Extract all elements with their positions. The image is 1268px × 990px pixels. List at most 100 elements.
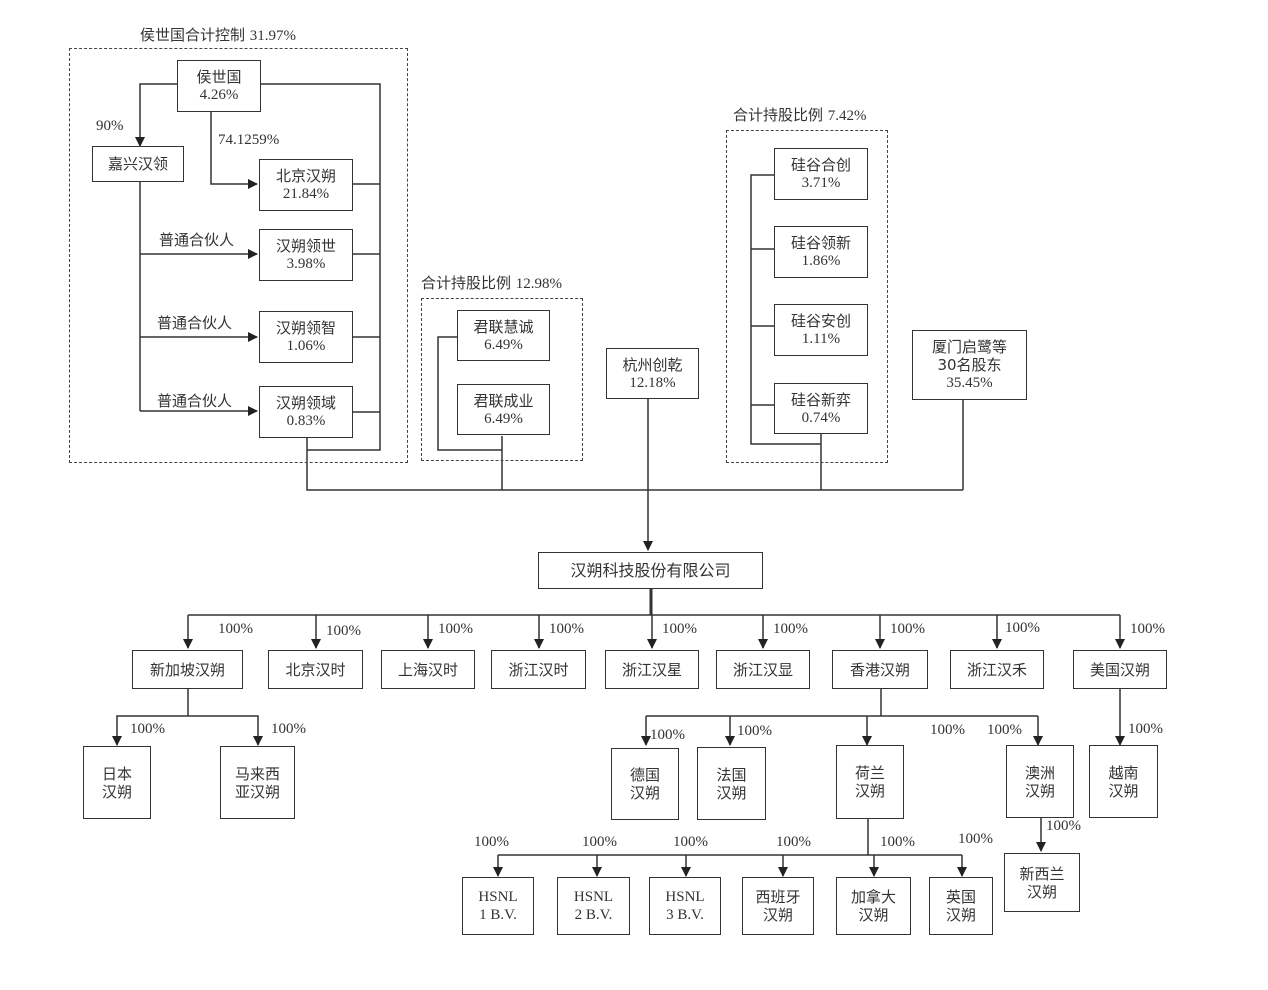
- node-nl-child[interactable]: 加拿大汉朔: [836, 877, 911, 935]
- node-subsidiary[interactable]: 浙江汉星: [605, 650, 699, 689]
- node-line1: HSNL: [478, 889, 518, 905]
- edge-label-74: 74.1259%: [218, 132, 280, 148]
- node-pct: 0.74%: [801, 409, 841, 426]
- node-malaysia[interactable]: 马来西 亚汉朔: [220, 746, 295, 819]
- node-line1: 德国: [629, 766, 660, 784]
- edge-label-sub: 100%: [1005, 620, 1040, 636]
- node-line2: 汉朔: [858, 906, 889, 924]
- node-subsidiary[interactable]: 浙江汉时: [491, 650, 586, 689]
- node-guigu-anchuang[interactable]: 硅谷安创 1.11%: [774, 304, 868, 356]
- edge-guigu-trunk: [750, 174, 821, 445]
- node-line1: 越南: [1108, 763, 1139, 782]
- node-name: 硅谷领新: [790, 234, 851, 252]
- edge-junlian: [437, 336, 502, 451]
- node-france[interactable]: 法国 汉朔: [697, 747, 766, 820]
- edge-hsg-bjhs: [210, 110, 258, 189]
- node-beijing-hanshuo[interactable]: 北京汉朔 21.84%: [259, 159, 353, 211]
- node-name: 厦门启鹭等: [931, 338, 1007, 356]
- node-guigu-lingxin[interactable]: 硅谷领新 1.86%: [774, 226, 868, 278]
- company-name: 汉朔科技股份有限公司: [570, 560, 731, 580]
- edge-label-nl-child: 100%: [474, 834, 509, 850]
- node-subsidiary[interactable]: 浙江汉禾: [950, 650, 1044, 689]
- node-hanshuo-lingzhi[interactable]: 汉朔领智 1.06%: [259, 311, 353, 363]
- node-name: 北京汉时: [285, 660, 346, 679]
- node-xiamen-qilu[interactable]: 厦门启鹭等 30名股东 35.45%: [912, 330, 1027, 400]
- node-line1: 澳洲: [1024, 763, 1055, 782]
- node-subsidiary[interactable]: 北京汉时: [268, 650, 363, 689]
- node-pct: 3.98%: [286, 256, 326, 272]
- node-netherlands[interactable]: 荷兰 汉朔: [836, 745, 904, 819]
- edge-label-sub: 100%: [218, 621, 253, 637]
- node-nl-child[interactable]: HSNL 1 B.V.: [462, 877, 534, 935]
- node-name: 侯世国: [196, 68, 242, 86]
- node-line2: 亚汉朔: [234, 782, 280, 801]
- edge-label-fr: 100%: [737, 723, 772, 739]
- edge-label-nl-child: 100%: [776, 834, 811, 850]
- node-pct: 35.45%: [946, 375, 993, 391]
- group-hsg-title: 侯世国合计控制 31.97%: [140, 24, 296, 45]
- edge-label-nl-child: 100%: [582, 834, 617, 850]
- edge-label-nl-child: 100%: [673, 834, 708, 850]
- node-pct: 4.26%: [199, 87, 239, 103]
- node-name: 浙江汉时: [508, 660, 569, 679]
- node-australia[interactable]: 澳洲 汉朔: [1006, 745, 1074, 818]
- node-line2: 1 B.V.: [479, 907, 517, 923]
- node-japan[interactable]: 日本 汉朔: [83, 746, 151, 819]
- node-subsidiary[interactable]: 美国汉朔: [1073, 650, 1167, 689]
- edge-label-90: 90%: [96, 118, 124, 134]
- group-junlian: [421, 298, 583, 461]
- node-nl-child[interactable]: 西班牙汉朔: [742, 877, 814, 935]
- edge-label-de: 100%: [650, 727, 685, 743]
- group-guigu: [726, 130, 888, 463]
- node-hangzhou-chuangqian[interactable]: 杭州创乾 12.18%: [606, 348, 699, 399]
- node-vietnam[interactable]: 越南 汉朔: [1089, 745, 1158, 818]
- node-pct: 12.18%: [629, 374, 676, 391]
- group-guigu-title-text: 合计持股比例: [733, 106, 824, 124]
- node-nl-child[interactable]: 英国汉朔: [929, 877, 993, 935]
- node-houshiguo[interactable]: 侯世国 4.26%: [177, 60, 261, 112]
- edge-label-gp2: 普通合伙人: [157, 314, 233, 332]
- node-subsidiary[interactable]: 香港汉朔: [832, 650, 928, 689]
- node-hanshuo-lingshi[interactable]: 汉朔领世 3.98%: [259, 229, 353, 281]
- node-line1: 马来西: [234, 764, 280, 783]
- node-pct: 0.83%: [286, 413, 326, 429]
- node-name: 汉朔领域: [275, 394, 336, 412]
- edge-sg-my: [188, 715, 263, 746]
- group-junlian-title-pct: 12.98%: [515, 276, 563, 292]
- node-name: 君联成业: [473, 391, 534, 410]
- node-new-zealand[interactable]: 新西兰 汉朔: [1004, 853, 1080, 912]
- node-company[interactable]: 汉朔科技股份有限公司: [538, 552, 763, 589]
- node-jiaxing-hanling[interactable]: 嘉兴汉领: [92, 146, 184, 182]
- node-hanshuo-lingyu[interactable]: 汉朔领域 0.83%: [259, 386, 353, 438]
- edge-label-vn: 100%: [1128, 721, 1163, 737]
- node-line1: 新西兰: [1019, 864, 1065, 883]
- node-line2: 汉朔: [945, 906, 976, 924]
- node-pct: 3.71%: [801, 175, 841, 191]
- node-junlian-chengye[interactable]: 君联成业 6.49%: [457, 384, 550, 435]
- node-pct: 1.86%: [801, 253, 841, 269]
- node-line1: 加拿大: [850, 888, 896, 906]
- node-junlian-huicheng[interactable]: 君联慧诚 6.49%: [457, 310, 550, 361]
- node-name: 美国汉朔: [1089, 660, 1150, 679]
- edge-hsg-group-down: [306, 436, 963, 491]
- node-subsidiary[interactable]: 上海汉时: [381, 650, 475, 689]
- node-line1: HSNL: [573, 889, 614, 905]
- edge-label-my: 100%: [271, 721, 306, 737]
- node-germany[interactable]: 德国 汉朔: [611, 748, 679, 820]
- node-name: 硅谷合创: [790, 156, 851, 174]
- node-line2: 汉朔: [101, 782, 132, 801]
- node-guigu-hechuang[interactable]: 硅谷合创 3.71%: [774, 148, 868, 200]
- node-nl-child[interactable]: HSNL 2 B.V.: [557, 877, 630, 935]
- node-subsidiary[interactable]: 浙江汉显: [716, 650, 810, 689]
- node-name: 北京汉朔: [275, 167, 336, 185]
- edge-label-sub: 100%: [773, 621, 808, 637]
- node-line2: 2 B.V.: [574, 907, 613, 923]
- node-pct: 6.49%: [484, 410, 523, 427]
- node-guigu-xinyi[interactable]: 硅谷新弈 0.74%: [774, 383, 868, 434]
- node-pct: 1.11%: [801, 331, 841, 347]
- node-subsidiary[interactable]: 新加坡汉朔: [132, 650, 243, 689]
- node-line2: 汉朔: [762, 906, 793, 924]
- group-hsg-control: [69, 48, 408, 463]
- edge-label-sub: 100%: [890, 621, 925, 637]
